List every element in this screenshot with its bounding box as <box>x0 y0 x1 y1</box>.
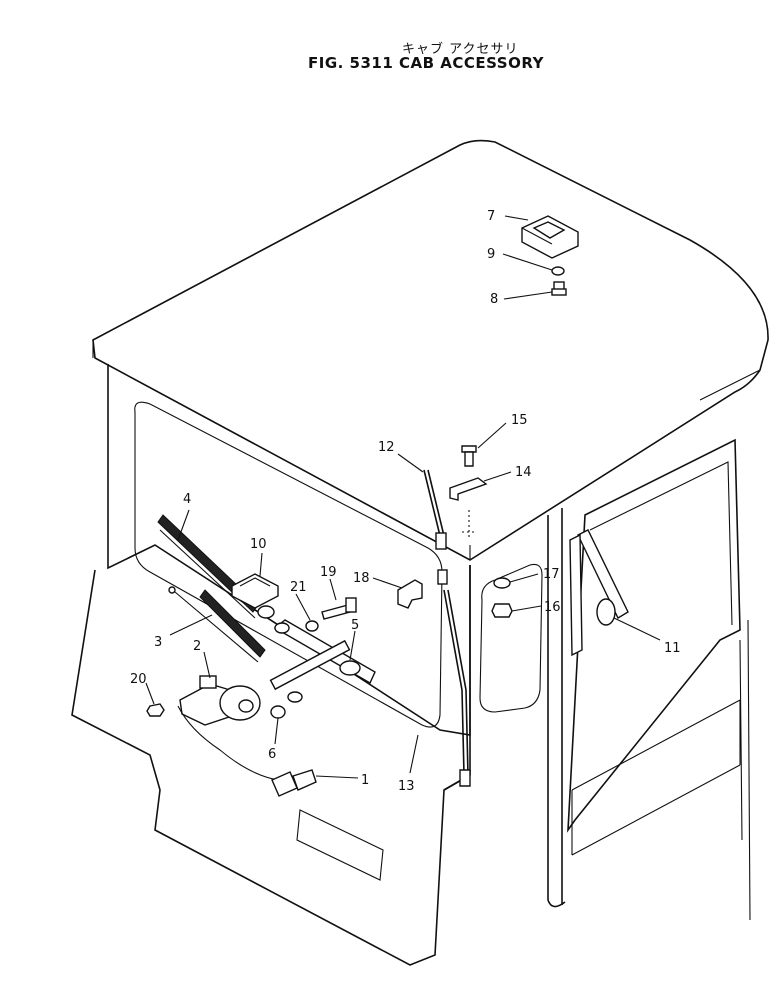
figure-title: FIG. 5311 CAB ACCESSORY <box>308 54 544 72</box>
part-8-bolt <box>551 281 567 296</box>
part-14-bracket <box>449 477 488 501</box>
callout-17: 17 <box>543 567 560 582</box>
door-lower-panel <box>571 699 741 856</box>
door-window <box>567 438 741 833</box>
cab-side-wall <box>443 438 751 921</box>
part-12-antenna <box>423 469 448 585</box>
callout-15: 15 <box>511 413 528 428</box>
callout-6: 6 <box>268 747 276 762</box>
windshield-glass <box>134 401 443 728</box>
callout-9: 9 <box>487 247 495 262</box>
mount-hole-guide <box>462 510 476 540</box>
part-1-harness <box>177 705 317 797</box>
callout-4: 4 <box>183 492 191 507</box>
callout-16: 16 <box>544 600 561 615</box>
callout-2: 2 <box>193 639 201 654</box>
part-16-nut <box>491 603 513 618</box>
leader-lines <box>145 215 661 779</box>
part-2-wiper-motor <box>179 675 261 726</box>
part-20-nut <box>146 703 165 717</box>
callout-10: 10 <box>250 537 267 552</box>
part-5-linkage <box>269 619 376 703</box>
part-21-washer <box>305 620 319 632</box>
part-15-bolt <box>461 445 477 467</box>
part-11-door-handle <box>569 529 629 657</box>
part-10-cover <box>231 573 279 609</box>
part-7-roof-cap <box>521 215 579 259</box>
part-13-rod <box>443 589 471 787</box>
callout-13: 13 <box>398 779 415 794</box>
cab-roof <box>92 139 769 561</box>
callout-20: 20 <box>130 672 147 687</box>
side-window <box>479 563 543 713</box>
callout-3: 3 <box>154 635 162 650</box>
cab-lower-body <box>71 569 471 966</box>
figure-title-japanese: キャブ アクセサリ <box>402 42 519 57</box>
part-19-bolt <box>321 597 357 620</box>
callout-1: 1 <box>361 773 369 788</box>
part-17-washer <box>493 577 511 589</box>
callouts: 7 9 8 15 14 12 18 17 16 11 19 21 10 4 3 … <box>130 209 681 794</box>
part-6-nut <box>270 705 286 719</box>
callout-21: 21 <box>290 580 307 595</box>
part-18-clamp <box>397 579 423 609</box>
callout-19: 19 <box>320 565 337 580</box>
callout-11: 11 <box>664 641 681 656</box>
callout-18: 18 <box>353 571 370 586</box>
callout-14: 14 <box>515 465 532 480</box>
lower-panel-plate <box>296 809 384 881</box>
callout-7: 7 <box>487 209 495 224</box>
callout-5: 5 <box>351 618 359 633</box>
part-3-wiper-arm <box>168 586 266 663</box>
callout-8: 8 <box>490 292 498 307</box>
callout-12: 12 <box>378 440 395 455</box>
part-9-washer <box>551 266 565 276</box>
